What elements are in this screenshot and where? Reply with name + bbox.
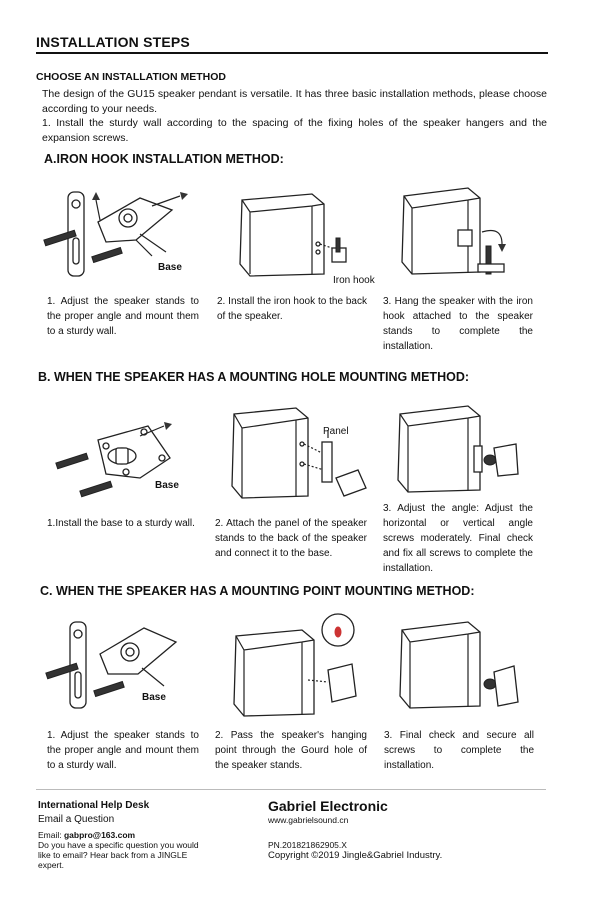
footer-divider (36, 789, 546, 790)
copyright: Copyright ©2019 Jingle&Gabriel Industry. (268, 850, 443, 861)
section-a-iron-hook-label: Iron hook (333, 275, 375, 286)
intro-heading: CHOOSE AN INSTALLATION METHOD (36, 71, 226, 83)
section-b-base-label: Base (155, 480, 179, 491)
email-question-heading: Email a Question (38, 814, 115, 825)
section-b-title: B. WHEN THE SPEAKER HAS A MOUNTING HOLE … (38, 370, 470, 384)
intro-paragraph-2: 1. Install the sturdy wall according to … (42, 117, 547, 144)
section-b-panel-label: Panel (323, 426, 349, 437)
email-line: Email: gabpro@163.com (38, 830, 135, 840)
email-label: Email: (38, 830, 64, 840)
section-a-step-1: 1. Adjust the speaker stands to the prop… (47, 296, 199, 337)
section-b-figure-2 (231, 407, 367, 499)
section-a-step-2: 2. Install the iron hook to the back of … (217, 296, 367, 322)
section-b-step-2: 2. Attach the panel of the speaker stand… (215, 518, 367, 559)
section-a-figure-1 (43, 191, 188, 277)
section-c-figure-3 (399, 621, 519, 709)
section-c-figure-1 (45, 621, 178, 709)
intro-paragraph-1: The design of the GU15 speaker pendant i… (42, 88, 547, 115)
help-desk-title: International Help Desk (38, 800, 150, 811)
section-c-step-3: 3. Final check and secure all screws to … (384, 730, 534, 771)
section-c-step-2: 2. Pass the speaker's hanging point thro… (215, 730, 367, 771)
page-title: INSTALLATION STEPS (36, 34, 190, 50)
section-a-base-label: Base (158, 262, 182, 273)
part-number: PN.201821862905.X (268, 840, 347, 850)
section-a-figure-2 (239, 193, 347, 277)
email-link[interactable]: gabpro@163.com (63, 830, 136, 840)
intro-text: The design of the GU15 speaker pendant i… (42, 87, 547, 145)
section-c-step-1: 1. Adjust the speaker stands to the prop… (47, 730, 199, 771)
section-c-base-label: Base (142, 692, 166, 703)
section-b-step-3: 3. Adjust the angle: Adjust the horizont… (383, 503, 533, 574)
title-divider (36, 52, 548, 54)
section-b-step-1: 1.Install the base to a sturdy wall. (47, 518, 195, 529)
section-a-title: A.IRON HOOK INSTALLATION METHOD: (44, 152, 284, 166)
section-a-figure-3 (401, 187, 506, 275)
website-link[interactable]: www.gabrielsound.cn (268, 815, 349, 825)
help-desk-text: Do you have a specific question you woul… (38, 840, 199, 870)
section-a-step-3: 3. Hang the speaker with the iron hook a… (383, 296, 533, 352)
brand-name: Gabriel Electronic (268, 798, 388, 814)
section-b-figure-1 (55, 422, 172, 498)
section-b-figure-3 (397, 405, 519, 493)
section-c-title: C. WHEN THE SPEAKER HAS A MOUNTING POINT… (40, 584, 475, 598)
section-c-figure-2 (233, 613, 357, 717)
